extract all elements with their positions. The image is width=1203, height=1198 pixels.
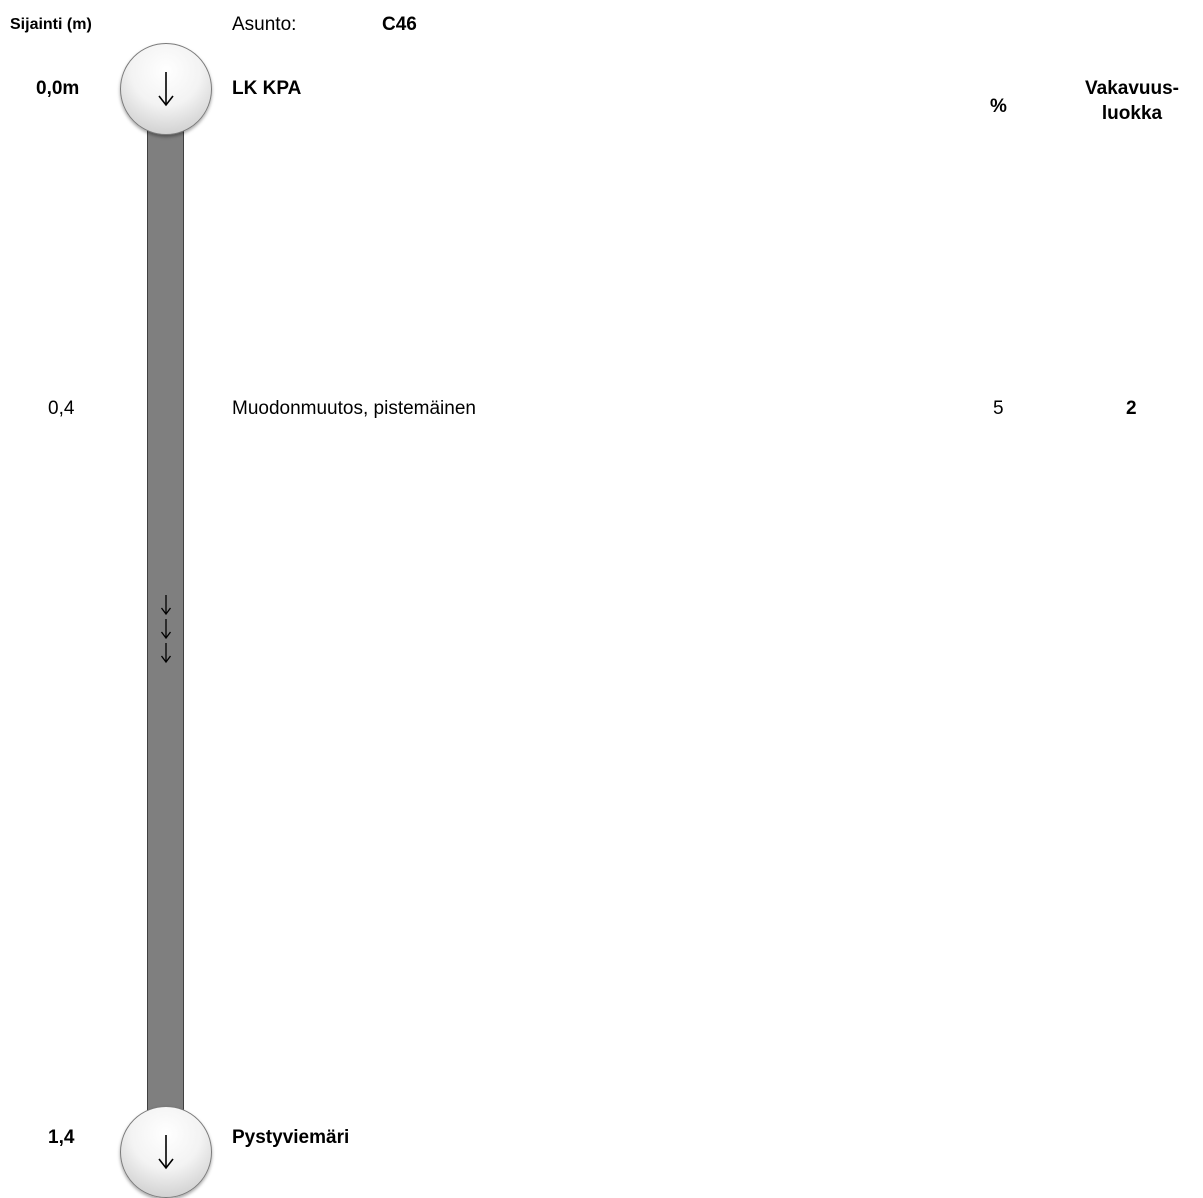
arrow-down-icon — [158, 72, 174, 107]
flow-direction-arrows — [155, 593, 177, 665]
end-position: 1,4 — [48, 1127, 75, 1148]
end-node — [120, 1106, 212, 1198]
start-node — [120, 43, 212, 135]
start-name: LK KPA — [232, 78, 302, 99]
percent-column-header: % — [990, 96, 1007, 117]
severity-column-header: Vakavuus- luokka — [1062, 76, 1202, 126]
apartment-label: Asunto: — [232, 14, 297, 35]
arrow-down-icon — [160, 595, 172, 616]
arrow-down-icon — [158, 1135, 174, 1170]
finding-percent: 5 — [993, 398, 1004, 419]
severity-header-line1: Vakavuus- — [1085, 78, 1179, 99]
apartment-value: C46 — [382, 14, 417, 35]
severity-header-line2: luokka — [1101, 103, 1163, 124]
arrow-down-icon — [160, 643, 172, 664]
arrow-down-icon — [160, 619, 172, 640]
finding-severity: 2 — [1126, 398, 1137, 419]
start-position: 0,0m — [36, 78, 80, 99]
location-column-header: Sijainti (m) — [10, 16, 92, 33]
finding-description: Muodonmuutos, pistemäinen — [232, 398, 476, 419]
end-name: Pystyviemäri — [232, 1127, 350, 1148]
finding-position: 0,4 — [48, 398, 75, 419]
